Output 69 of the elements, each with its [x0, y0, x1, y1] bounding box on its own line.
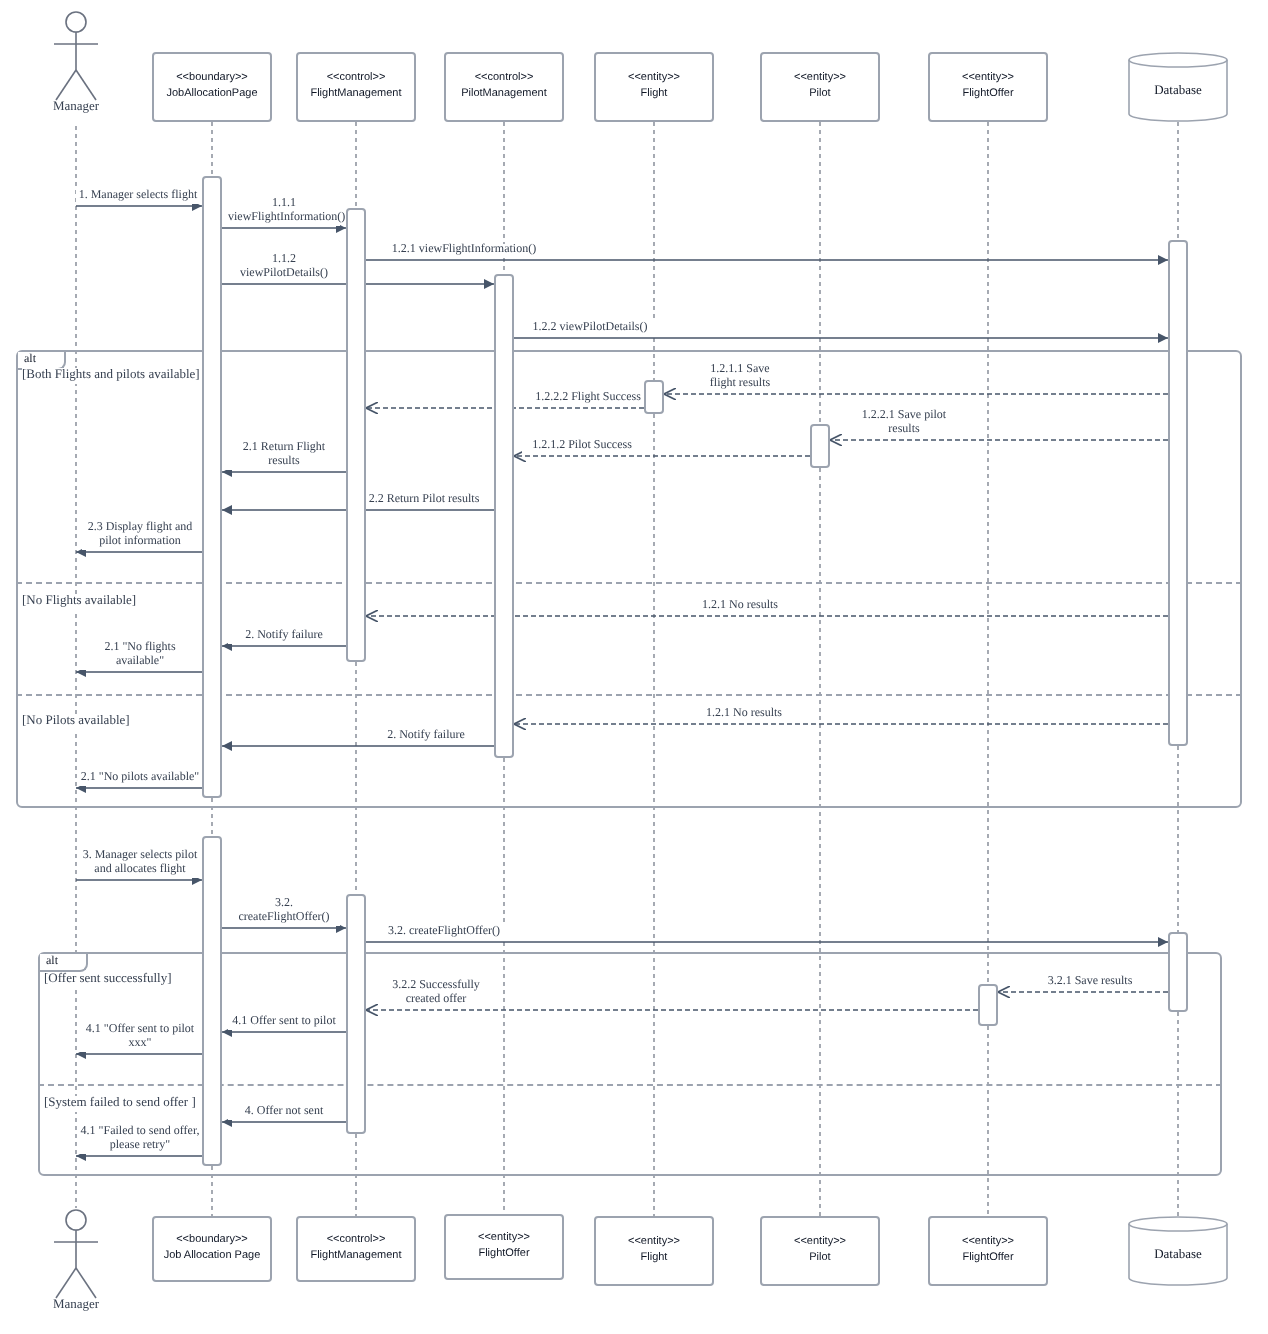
lifeline [503, 121, 505, 275]
message-arrow [75, 547, 203, 557]
activation-bar [644, 380, 664, 414]
message-arrow [365, 255, 1169, 265]
message-arrow [829, 433, 1169, 447]
message-arrow [75, 783, 203, 793]
lifeline [211, 797, 213, 837]
message-arrow [221, 505, 495, 515]
participant-box [296, 1216, 416, 1282]
lifeline [653, 413, 655, 1217]
message-arrow [365, 937, 1169, 947]
message-arrow [221, 467, 347, 477]
database-cylinder [1128, 1216, 1228, 1286]
activation-bar [346, 894, 366, 1134]
activation-bar [978, 984, 998, 1026]
message-arrow [75, 875, 203, 885]
message-arrow [513, 717, 1169, 731]
lifeline [987, 121, 989, 985]
lifeline [1177, 745, 1179, 933]
participant-box [928, 52, 1048, 122]
message-arrow [75, 1049, 203, 1059]
message-arrow [365, 401, 645, 415]
message-arrow [365, 1003, 979, 1017]
participant-box [760, 1216, 880, 1286]
participant-box [594, 1216, 714, 1286]
message-arrow [663, 387, 1169, 401]
lifeline [1177, 121, 1179, 241]
lifeline [211, 1165, 213, 1217]
message-arrow [221, 1117, 347, 1127]
lifeline [75, 125, 77, 1209]
lifeline [355, 1133, 357, 1217]
activation-bar [810, 424, 830, 468]
message-arrow [221, 1027, 347, 1037]
message-arrow [365, 609, 1169, 623]
lifeline [1177, 1011, 1179, 1217]
message-arrow [221, 279, 495, 289]
message-arrow [221, 641, 347, 651]
message-arrow [75, 201, 203, 211]
participant-box [152, 52, 272, 122]
participant-box [296, 52, 416, 122]
lifeline [819, 121, 821, 425]
activation-bar [202, 836, 222, 1166]
message-arrow [75, 667, 203, 677]
activation-bar [202, 176, 222, 798]
lifeline [355, 661, 357, 895]
participant-box [152, 1216, 272, 1282]
message-arrow [221, 923, 347, 933]
message-arrow [221, 223, 347, 233]
activation-bar [346, 208, 366, 662]
activation-bar [1168, 240, 1188, 746]
participant-box [760, 52, 880, 122]
lifeline [819, 467, 821, 1217]
participant-box [444, 1214, 564, 1280]
message-arrow [997, 985, 1169, 999]
participant-box [594, 52, 714, 122]
database-cylinder [1128, 52, 1228, 122]
message-arrow [513, 333, 1169, 343]
message-arrow [513, 449, 811, 463]
lifeline [987, 1025, 989, 1217]
activation-bar [1168, 932, 1188, 1012]
lifeline [503, 757, 505, 1215]
lifeline [355, 121, 357, 209]
participant-box [444, 52, 564, 122]
lifeline [653, 121, 655, 381]
participant-box [928, 1216, 1048, 1286]
message-arrow [221, 741, 495, 751]
message-arrow [75, 1151, 203, 1161]
activation-bar [494, 274, 514, 758]
lifeline [211, 121, 213, 177]
